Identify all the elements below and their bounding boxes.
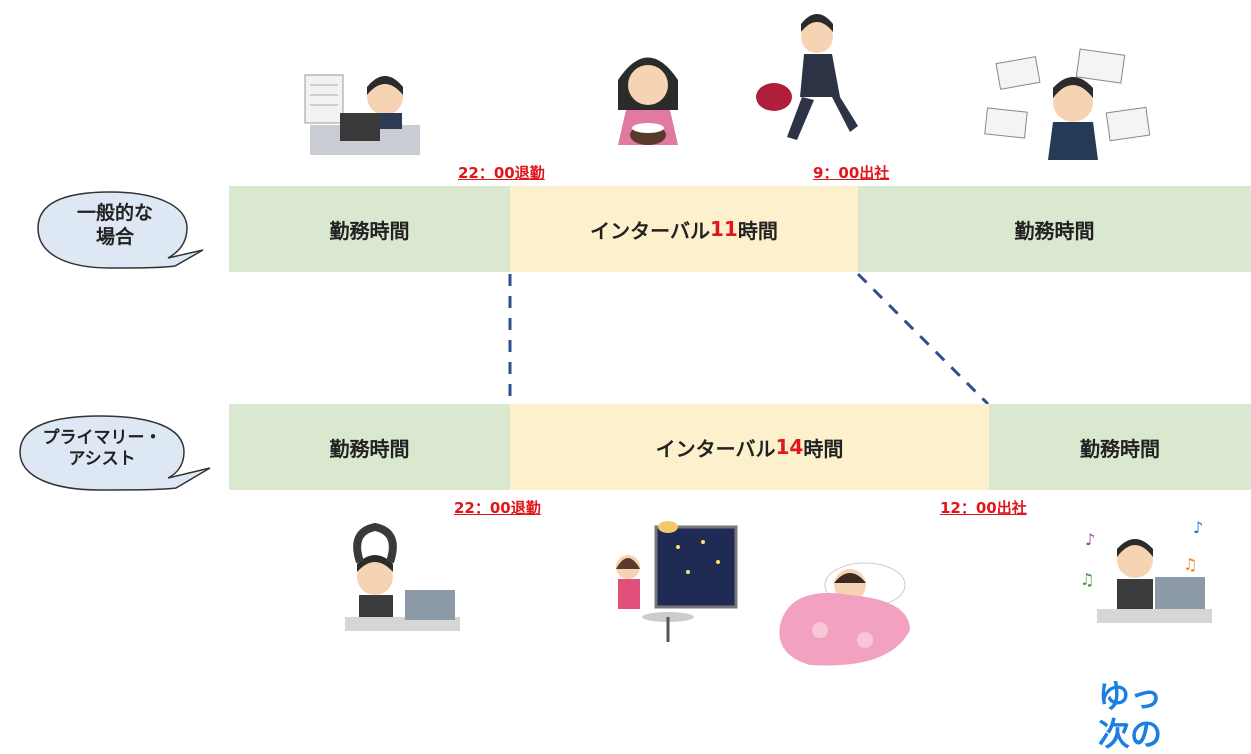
work-block-right: 勤務時間 — [858, 186, 1251, 272]
bubble-primary-line2: アシスト — [68, 449, 136, 470]
work-label: 勤務時間 — [1080, 436, 1160, 461]
footer-text-line1: ゆっ — [1098, 677, 1163, 715]
svg-text:♫: ♫ — [1183, 555, 1197, 574]
overtime-worker-illustration — [304, 74, 420, 155]
bubble-general — [37, 191, 204, 269]
work-block-left: 勤務時間 — [229, 186, 510, 272]
interval-suffix: 時間 — [737, 218, 778, 243]
eating-woman-illustration — [618, 57, 678, 145]
work-label: 勤務時間 — [329, 436, 410, 461]
bubble-primary-label: プライマリー・ アシスト — [24, 428, 180, 471]
work-block-right: 勤務時間 — [989, 404, 1251, 490]
bubble-general-line2: 場合 — [95, 225, 134, 248]
work-block-left: 勤務時間 — [229, 404, 510, 490]
leave-time-label: 22：00退勤 — [458, 164, 545, 182]
bubble-primary — [19, 415, 211, 491]
bubble-general-line1: 一般的な — [76, 202, 153, 224]
footer-text-line2: 次の — [1098, 715, 1163, 753]
arrive-time-label: 9：00出社 — [813, 164, 890, 182]
bubble-primary-line1: プライマリー・ — [42, 428, 162, 448]
interval-hours: 11 — [709, 217, 738, 241]
work-label: 勤務時間 — [1014, 218, 1095, 243]
dash-line-right — [856, 272, 990, 406]
running-woman-illustration — [756, 14, 858, 140]
cheerful-worker-illustration: ♪ ♪ ♫ ♫ — [1080, 518, 1212, 623]
bubble-general-label: 一般的な 場合 — [50, 202, 180, 250]
interval-suffix: 時間 — [803, 436, 844, 461]
svg-text:♫: ♫ — [1080, 570, 1094, 589]
svg-text:♪: ♪ — [1085, 530, 1095, 549]
relaxing-woman-illustration — [616, 521, 738, 642]
overwhelmed-woman-illustration — [984, 48, 1151, 160]
arrive-time-label: 12：00出社 — [940, 499, 1027, 517]
svg-text:♪: ♪ — [1193, 518, 1203, 537]
stretching-woman-illustration — [345, 522, 460, 631]
interval-hours: 14 — [775, 435, 804, 459]
leave-time-label: 22：00退勤 — [454, 499, 541, 517]
work-label: 勤務時間 — [329, 218, 410, 243]
interval-prefix: インターバル — [655, 436, 776, 461]
sleeping-woman-illustration — [779, 562, 910, 666]
interval-prefix: インターバル — [590, 218, 710, 243]
